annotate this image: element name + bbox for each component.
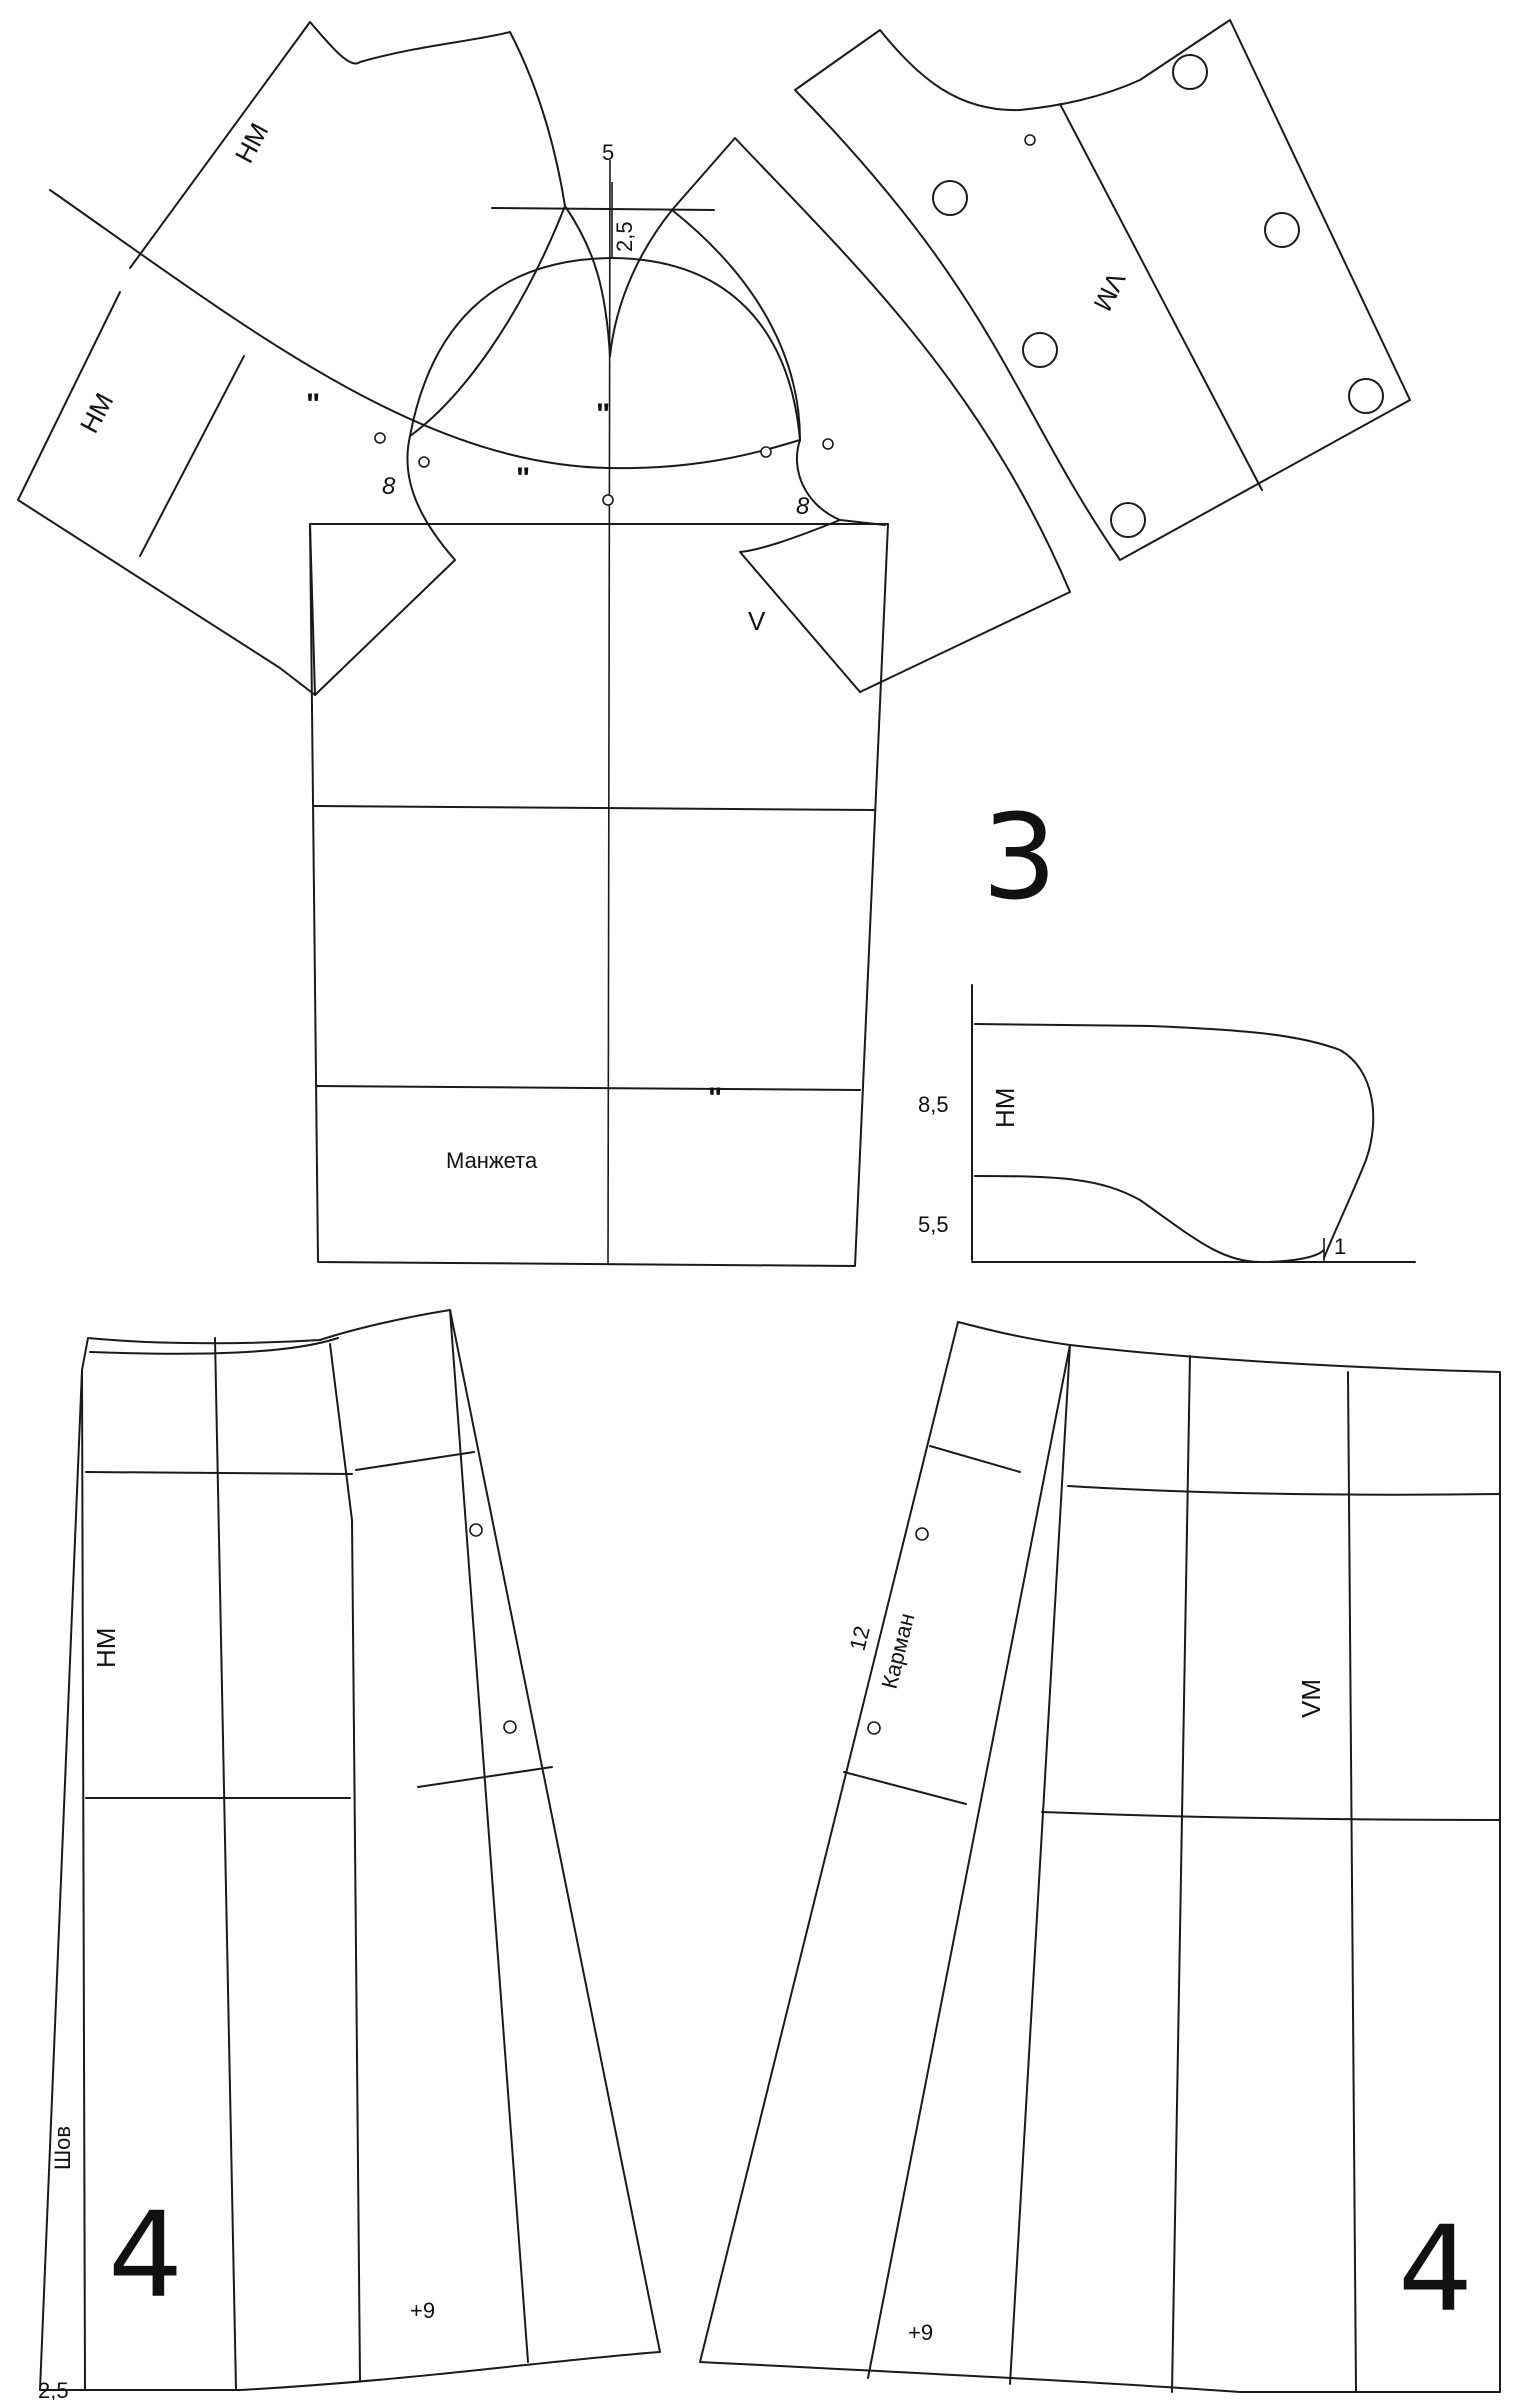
notch-mark-quote: " <box>306 388 320 421</box>
sleeve-cuff-line <box>315 1085 861 1091</box>
collar-hm-label: HM <box>990 1088 1020 1128</box>
sleeve-head-curve-left <box>564 205 611 357</box>
back-yoke-piece-left-line <box>139 355 245 557</box>
top-extension-value: 5 <box>602 140 614 165</box>
sleeve-pattern: HM HM V 5 2,5 8 8 " " " " Манжета 3 <box>17 21 1071 1267</box>
back-yoke-piece-left <box>17 291 316 696</box>
button-mark <box>932 180 968 216</box>
notch-mark <box>867 1721 881 1735</box>
corner-offset-value: 1 <box>1334 1234 1346 1259</box>
back-yoke-piece-top <box>129 21 566 437</box>
back-panel-pleat-line <box>329 1343 361 2381</box>
front-button-band: VM <box>794 19 1411 561</box>
front-panel-pattern: 12 Карман VM +9 4 <box>699 1321 1501 2393</box>
pocket-depth-value: 12 <box>845 1623 875 1653</box>
notch-mark <box>374 432 386 444</box>
front-yoke-piece <box>671 137 1071 693</box>
cuff-label: Манжета <box>446 1148 538 1173</box>
back-panel-pattern: HM Шов +9 2,5 4 <box>38 1309 661 2400</box>
back-hem-extension: +9 <box>410 2298 435 2323</box>
collar-outline <box>974 1023 1375 1259</box>
button-mark <box>1110 502 1146 538</box>
notch-mark-quote: " <box>708 1082 722 1115</box>
button-band-fold-line <box>1059 103 1263 491</box>
notch-mark <box>822 438 834 450</box>
back-panel-flare-line <box>449 1309 529 2363</box>
figure-number-3: 3 <box>982 788 1057 926</box>
front-panel-pleat-line <box>867 1344 1071 2379</box>
underarm-curve-right-lower <box>739 519 861 693</box>
back-panel-hip-line <box>85 1471 353 1475</box>
back-pocket-top <box>355 1451 475 1471</box>
raglan-armhole-curve <box>49 189 801 470</box>
collar-stand-curve <box>974 1175 1325 1263</box>
left-underarm-value: 8 <box>382 473 396 500</box>
notch-mark <box>602 494 614 506</box>
sleeve-head-curve-right <box>609 209 673 357</box>
button-mark <box>1172 54 1208 90</box>
back-panel-waist-line <box>89 1337 339 1355</box>
notch-mark <box>760 446 772 458</box>
back-seam-label: Шов <box>50 2126 75 2170</box>
button-mark <box>1264 212 1300 248</box>
front-panel-vm-label: VM <box>1296 1679 1326 1718</box>
figure-number-4-left: 4 <box>108 2186 183 2324</box>
front-panel-hip-line <box>1067 1485 1501 1496</box>
front-pocket-top <box>929 1445 1021 1473</box>
front-v-label: V <box>748 606 766 636</box>
sleeve-cap-top-line <box>491 207 715 211</box>
right-underarm-value: 8 <box>796 493 810 520</box>
back-pocket-bottom <box>417 1766 553 1788</box>
notch-mark-quote: " <box>516 462 530 495</box>
front-panel-knee-line <box>1041 1811 1501 1821</box>
sleeve-cap-curve <box>409 257 801 441</box>
back-panel-grid-line <box>214 1337 237 2391</box>
front-panel-grid-line-3 <box>1347 1371 1357 2393</box>
button-band-outline <box>794 19 1411 561</box>
back-seam-allowance: 2,5 <box>38 2378 69 2400</box>
front-panel-outline <box>699 1321 1501 2393</box>
front-panel-grid-line-1 <box>1009 1344 1071 2385</box>
front-hem-extension: +9 <box>908 2320 933 2345</box>
back-panel-hm-label: HM <box>91 1628 121 1668</box>
sleeve-body-outline <box>309 523 889 1267</box>
figure-number-4-right: 4 <box>1398 2200 1473 2338</box>
back-panel-seam-line <box>81 1369 86 2391</box>
underarm-curve-left <box>309 435 456 696</box>
front-band-label: VM <box>1088 267 1132 315</box>
back-panel-outline <box>39 1309 661 2391</box>
back-left-label: HM <box>74 388 119 438</box>
button-mark <box>1348 378 1384 414</box>
collar-pattern: HM 8,5 5,5 1 <box>918 984 1416 1263</box>
underarm-curve-right <box>795 439 886 526</box>
notch-mark <box>469 1523 483 1537</box>
notch-mark <box>418 456 430 468</box>
notch-mark <box>503 1720 517 1734</box>
button-mark <box>1022 332 1058 368</box>
notch-mark <box>915 1527 929 1541</box>
front-panel-grid-line-2 <box>1171 1355 1191 2393</box>
notch-mark-quote: " <box>596 398 610 431</box>
notch-mark <box>1024 134 1036 146</box>
collar-height-value: 8,5 <box>918 1092 949 1117</box>
stand-height-value: 5,5 <box>918 1212 949 1237</box>
back-top-label: HM <box>229 118 274 168</box>
sleeve-elbow-line <box>313 805 875 811</box>
cap-rise-value: 2,5 <box>612 221 637 252</box>
front-pocket-bottom <box>843 1771 967 1805</box>
